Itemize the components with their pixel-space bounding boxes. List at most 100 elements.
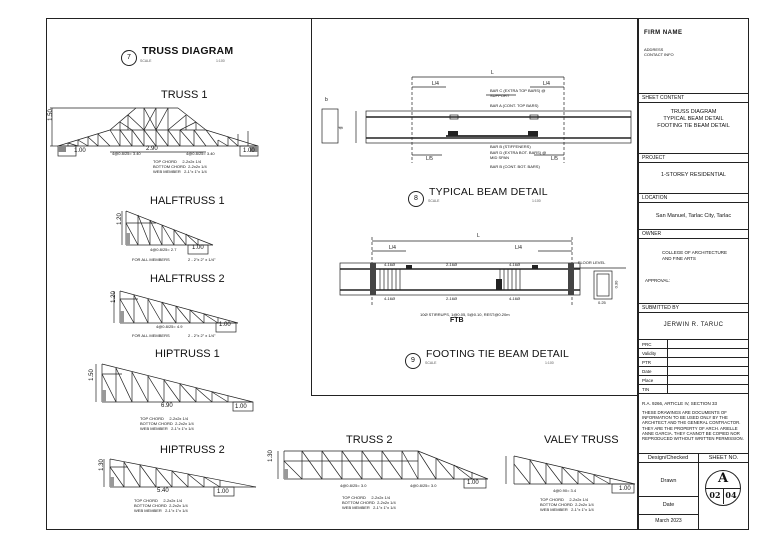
ftb-bot-bars-right: 4-16Ø — [509, 296, 521, 301]
halftruss1-drawing — [121, 210, 214, 255]
halftruss2-spacing: 4@0.8/25= 4.9 — [156, 324, 183, 329]
drawn-label: Drawn — [660, 478, 677, 484]
halftruss1-label: HALFTRUSS 1 — [150, 195, 225, 207]
submitted-heading: SUBMITTED BY — [642, 305, 679, 311]
hiptruss1-member-table: TOP CHORD 2-2x2x 1/4 BOTTOM CHORD 2-2x2x… — [140, 416, 194, 431]
ftb-top-bars-mid: 2-16Ø — [446, 262, 458, 267]
truss1-top-chord-label: TOP CHORD — [153, 159, 177, 164]
truss1-bottom-chord-label: BOTTOM CHORD — [153, 164, 186, 169]
beam-detail-drawing — [321, 76, 632, 163]
panel-divider-horizontal — [311, 395, 638, 396]
hiptruss2-end: 1.00 — [217, 489, 229, 495]
hiptruss2-web-member-value: 2-1"x 1"x 1/4 — [165, 508, 188, 513]
location-value: San Manuel, Tarlac City, Tarlac — [655, 213, 732, 219]
truss2-member-table: TOP CHORD 2-2x2x 1/4 BOTTOM CHORD 2-2x2x… — [342, 495, 396, 510]
truss2-web-member-value: 2-1"x 1"x 1/4 — [373, 505, 396, 510]
valey-bottom-chord-value: 2-2x2x 1/4 — [575, 502, 594, 507]
hiptruss1-web-member-value: 2-1"x 1"x 1/4 — [171, 426, 194, 431]
sheet-number: 02 — [709, 490, 721, 500]
halftruss1-height: 1.20 — [116, 213, 123, 225]
owner-row: OWNER — [639, 229, 748, 238]
ftb-section-width: 0.25 — [598, 300, 606, 305]
valey-web-member-value: 2-1"x 1"x 1/4 — [571, 507, 594, 512]
truss2-spacing-left: 4@0.8/25= 3.0 — [340, 483, 367, 488]
hiptruss2-bottom-chord-label: BOTTOM CHORD — [134, 503, 167, 508]
title-block: FIRM NAME ADDRESS CONTACT INFO SHEET CON… — [638, 18, 749, 530]
halftruss2-end: 1.00 — [219, 322, 231, 328]
truss2-bottom-chord-label: BOTTOM CHORD — [342, 500, 375, 505]
valey-truss-member-table: TOP CHORD 2-2x2x 1/4 BOTTOM CHORD 2-2x2x… — [540, 497, 594, 512]
ftb-section-height: 0.30 — [613, 280, 619, 289]
hiptruss2-web-member-label: WEB MEMBER — [134, 508, 162, 513]
hiptruss2-top-chord-label: TOP CHORD — [134, 498, 158, 503]
beam-L4-left: L/4 — [432, 81, 439, 87]
hiptruss1-top-chord-label: TOP CHORD — [140, 416, 164, 421]
hiptruss2-height: 1.30 — [98, 459, 105, 471]
ftb-L4-right: L/4 — [515, 245, 522, 251]
design-checked-label: Design/Checked — [647, 455, 689, 461]
beam-detail-scale: SCALE — [428, 199, 440, 203]
hiptruss1-label: HIPTRUSS 1 — [155, 348, 220, 360]
hiptruss1-span: 6.90 — [161, 403, 173, 409]
halftruss1-end: 1.00 — [192, 245, 204, 251]
halftruss1-spacing: 4@0.8/25= 2.7 — [150, 247, 177, 252]
truss1-drawing — [50, 107, 259, 157]
owner-line-1: COLLEGE OF ARCHITECTURE — [662, 250, 728, 255]
submitted-rule — [639, 312, 748, 313]
valey-truss-drawing — [505, 455, 636, 494]
halftruss2-height: 1.20 — [110, 291, 117, 303]
hiptruss1-height: 1.50 — [88, 369, 95, 381]
hiptruss1-end: 1.00 — [235, 404, 247, 410]
halftruss2-drawing — [113, 290, 239, 333]
hiptruss2-bottom-chord-value: 2-2x2x 1/4 — [169, 503, 188, 508]
valey-truss-label: VALEY TRUSS — [544, 434, 619, 446]
sheet-no-rule — [699, 462, 748, 463]
truss1-spacing-right: 4@0.8/25= 3.40 — [186, 151, 215, 156]
hiptruss1-bottom-chord-value: 2-2x2x 1/4 — [175, 421, 194, 426]
truss1-web-member-label: WEB MEMBER — [153, 169, 181, 174]
sheet-content-rule — [639, 102, 748, 103]
hiptruss1-top-chord-value: 2-2x2x 1/4 — [169, 416, 189, 421]
project-name: 1-STOREY RESIDENTIAL — [661, 172, 726, 178]
firm-address: ADDRESS — [644, 47, 664, 52]
hiptruss1-web-member-label: WEB MEMBER — [140, 426, 168, 431]
truss-diagram-scale-value: 1:100 — [216, 59, 225, 63]
beam-top-note-2: BAR A (CONT. TOP BARS) — [490, 103, 539, 108]
truss2-bottom-chord-value: 2-2x2x 1/4 — [377, 500, 396, 505]
sheet-content-heading: SHEET CONTENT — [642, 95, 685, 101]
beam-L5-right: L/5 — [551, 156, 558, 162]
truss1-span: 2.90 — [146, 146, 158, 152]
hiptruss2-span: 5.40 — [157, 488, 169, 494]
ftb-top-bars-right: 4-16Ø — [509, 262, 521, 267]
beam-detail-title: TYPICAL BEAM DETAIL — [429, 186, 548, 198]
field-tin: TIN — [642, 387, 650, 392]
sheet-content-list: TRUSS DIAGRAM TYPICAL BEAM DETAIL FOOTIN… — [639, 109, 748, 130]
submitted-row: SUBMITTED BY — [639, 303, 748, 312]
submitted-by-name: JERWIN R. TARUC — [663, 322, 724, 328]
beam-bot-note-1: BAR B (STIFFENERS) — [490, 144, 531, 149]
ftb-bot-bars-left: 4-16Ø — [384, 296, 396, 301]
valey-top-chord-value: 2-2x2x 1/4 — [569, 497, 589, 502]
sheet-number-badge: A 02 04 — [705, 470, 741, 506]
hiptruss1-drawing — [95, 363, 254, 412]
truss2-end: 1.00 — [467, 480, 479, 486]
beam-top-note-1: BAR C (EXTRA TOP BARS) @ SUPPORT — [490, 88, 546, 98]
firm-contact: CONTACT INFO — [644, 52, 674, 57]
truss1-end-right: 1.00 — [243, 148, 255, 154]
truss2-spacing-right: 4@0.8/25= 3.0 — [410, 483, 437, 488]
hiptruss2-top-chord-value: 2-2x2x 1/4 — [163, 498, 183, 503]
truss2-height: 1.30 — [267, 450, 274, 462]
ftb-detail-drawing — [339, 237, 626, 305]
valey-web-member-label: WEB MEMBER — [540, 507, 568, 512]
project-rule — [639, 162, 748, 163]
ftb-label: FTB — [450, 317, 464, 324]
owner-heading: OWNER — [642, 231, 662, 237]
sheet-content-row: SHEET CONTENT — [639, 93, 748, 102]
drawing-frame — [46, 18, 638, 530]
drawn-rule — [639, 496, 698, 497]
ftb-detail-scale-value: 1:100 — [545, 361, 554, 365]
ftb-top-bars-left: 4-16Ø — [384, 262, 396, 267]
owner-rule — [639, 238, 748, 239]
ftb-bot-bars-mid: 2-16Ø — [446, 296, 458, 301]
location-rule — [639, 202, 748, 203]
